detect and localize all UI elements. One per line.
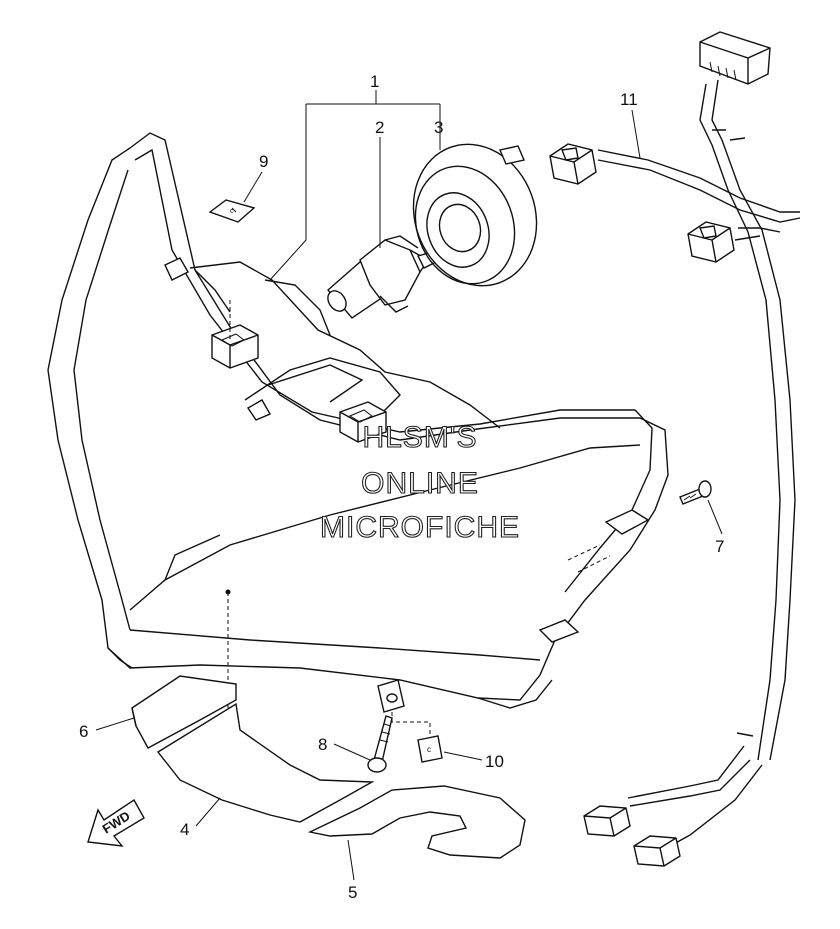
- callout-3: 3: [434, 118, 443, 137]
- cover-part-5: [307, 785, 526, 859]
- callout-4: 4: [180, 820, 189, 839]
- callout-7: 7: [715, 537, 724, 556]
- svg-text:c: c: [427, 745, 431, 754]
- watermark-line-1: HLSM'S: [362, 421, 477, 454]
- leader-lines: [95, 90, 723, 881]
- callout-6: 6: [79, 722, 88, 741]
- screw-part-7: [679, 480, 712, 505]
- callout-2: 2: [375, 118, 384, 137]
- socket-cover-part-3: [412, 143, 538, 287]
- callout-11: 11: [620, 90, 638, 109]
- watermark-line-2: ONLINE: [361, 467, 479, 500]
- callout-9: 9: [259, 152, 268, 171]
- callout-5: 5: [348, 883, 357, 902]
- headlight-housing: [47, 132, 669, 780]
- pad-part-4: [156, 702, 375, 823]
- nut-clip-part-9: c: [208, 199, 256, 223]
- callout-1: 1: [370, 72, 379, 91]
- callout-8: 8: [318, 735, 327, 754]
- callout-10: 10: [485, 752, 504, 771]
- watermark-line-3: MICROFICHE: [320, 511, 520, 544]
- svg-text:c: c: [230, 208, 234, 215]
- nut-clip-part-10: c: [417, 735, 443, 763]
- bolt-part-8: [367, 715, 393, 773]
- fwd-arrow-icon: FWD: [87, 798, 145, 847]
- pad-part-6: [131, 675, 237, 749]
- wiring-harness-part-11: [549, 31, 801, 867]
- bulb-part-2: [327, 235, 437, 319]
- watermark: HLSM'S ONLINE MICROFICHE: [319, 420, 520, 544]
